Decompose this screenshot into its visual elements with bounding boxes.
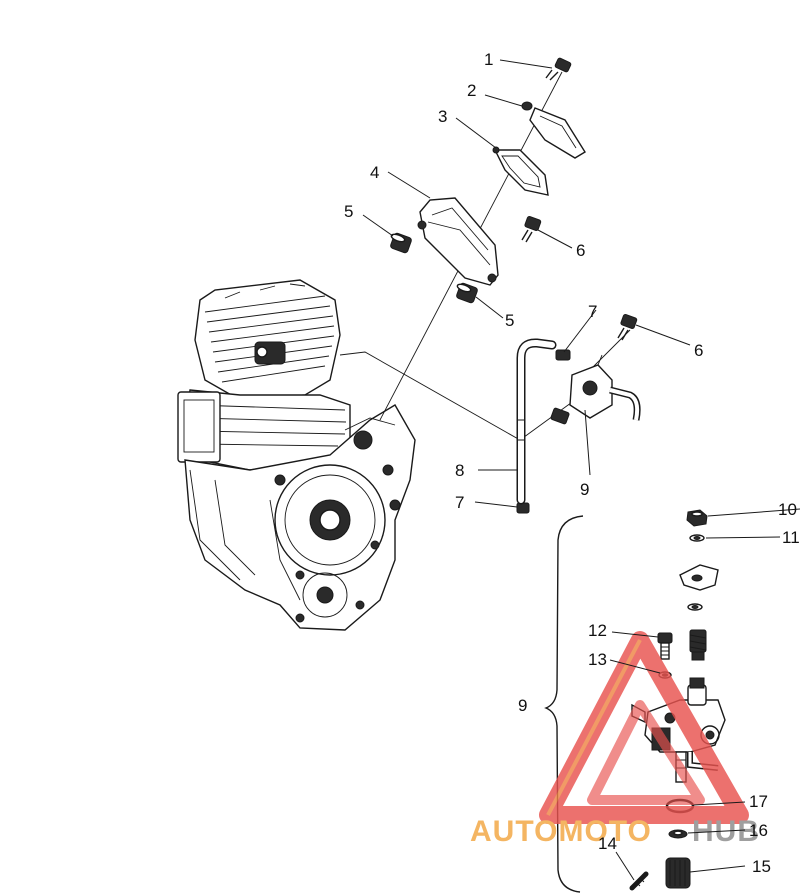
callout-16: 16: [749, 821, 768, 840]
callout-9-upper: 9: [580, 480, 589, 499]
callout-1: 1: [484, 50, 493, 69]
leader-lines: [362, 59, 800, 881]
part-8-hose: [516, 338, 557, 505]
watermark-text-automoto: AUTOMOTO: [470, 815, 652, 848]
callout-6-upper: 6: [576, 241, 585, 260]
callout-2: 2: [467, 81, 476, 100]
callout-17: 17: [749, 792, 768, 811]
callout-4: 4: [370, 163, 379, 182]
part-4-cover: [417, 197, 499, 286]
cylinder-head: [194, 279, 341, 401]
exploded-view-bracket: [544, 515, 584, 893]
engine-block: [177, 279, 416, 631]
watermark-triangle-inner: [587, 700, 705, 805]
callout-7-lower: 7: [455, 493, 464, 512]
part-1-screw: [545, 57, 572, 81]
pump-spring: [689, 629, 707, 661]
callout-14: 14: [598, 834, 617, 853]
callout-10: 10: [778, 500, 797, 519]
part-3-gasket: [492, 107, 586, 196]
callout-7-upper: 7: [588, 302, 597, 321]
part-7-clamp-b: [516, 502, 530, 514]
part-6-screw-b: [617, 313, 638, 341]
part-9-pump-small: [550, 354, 641, 425]
part-14-pin: [629, 871, 649, 891]
part-11-washer: [689, 534, 705, 542]
part-10-nut: [686, 509, 708, 527]
part-2-washer: [521, 101, 533, 111]
crankcase: [184, 404, 416, 631]
part-15-gear: [665, 857, 691, 889]
callout-3: 3: [438, 107, 447, 126]
callout-12: 12: [588, 621, 607, 640]
pump-lever: [679, 564, 719, 611]
part-7-clamp-a: [555, 349, 571, 361]
callout-9-lower: 9: [518, 696, 527, 715]
callout-8: 8: [455, 461, 464, 480]
automotohub-watermark: AUTOMOTO HUB: [470, 631, 759, 848]
callout-5-upper: 5: [344, 202, 353, 221]
callout-13: 13: [588, 650, 607, 669]
part-5-bushing-a: [390, 232, 412, 254]
callout-15: 15: [752, 857, 771, 876]
part-12-bolt: [657, 632, 673, 660]
callout-labels: 1 2 3 4 5 6 5 7 6 8 9 7 10 11 12 13 9 17…: [344, 50, 800, 876]
callout-6-lower: 6: [694, 341, 703, 360]
part-16-washer: [668, 829, 688, 839]
callout-5-lower: 5: [505, 311, 514, 330]
callout-11: 11: [782, 528, 800, 547]
part-6-screw-a: [521, 215, 542, 243]
part-5-bushing-b: [456, 282, 478, 304]
watermark-triangle-outer: [539, 631, 749, 824]
